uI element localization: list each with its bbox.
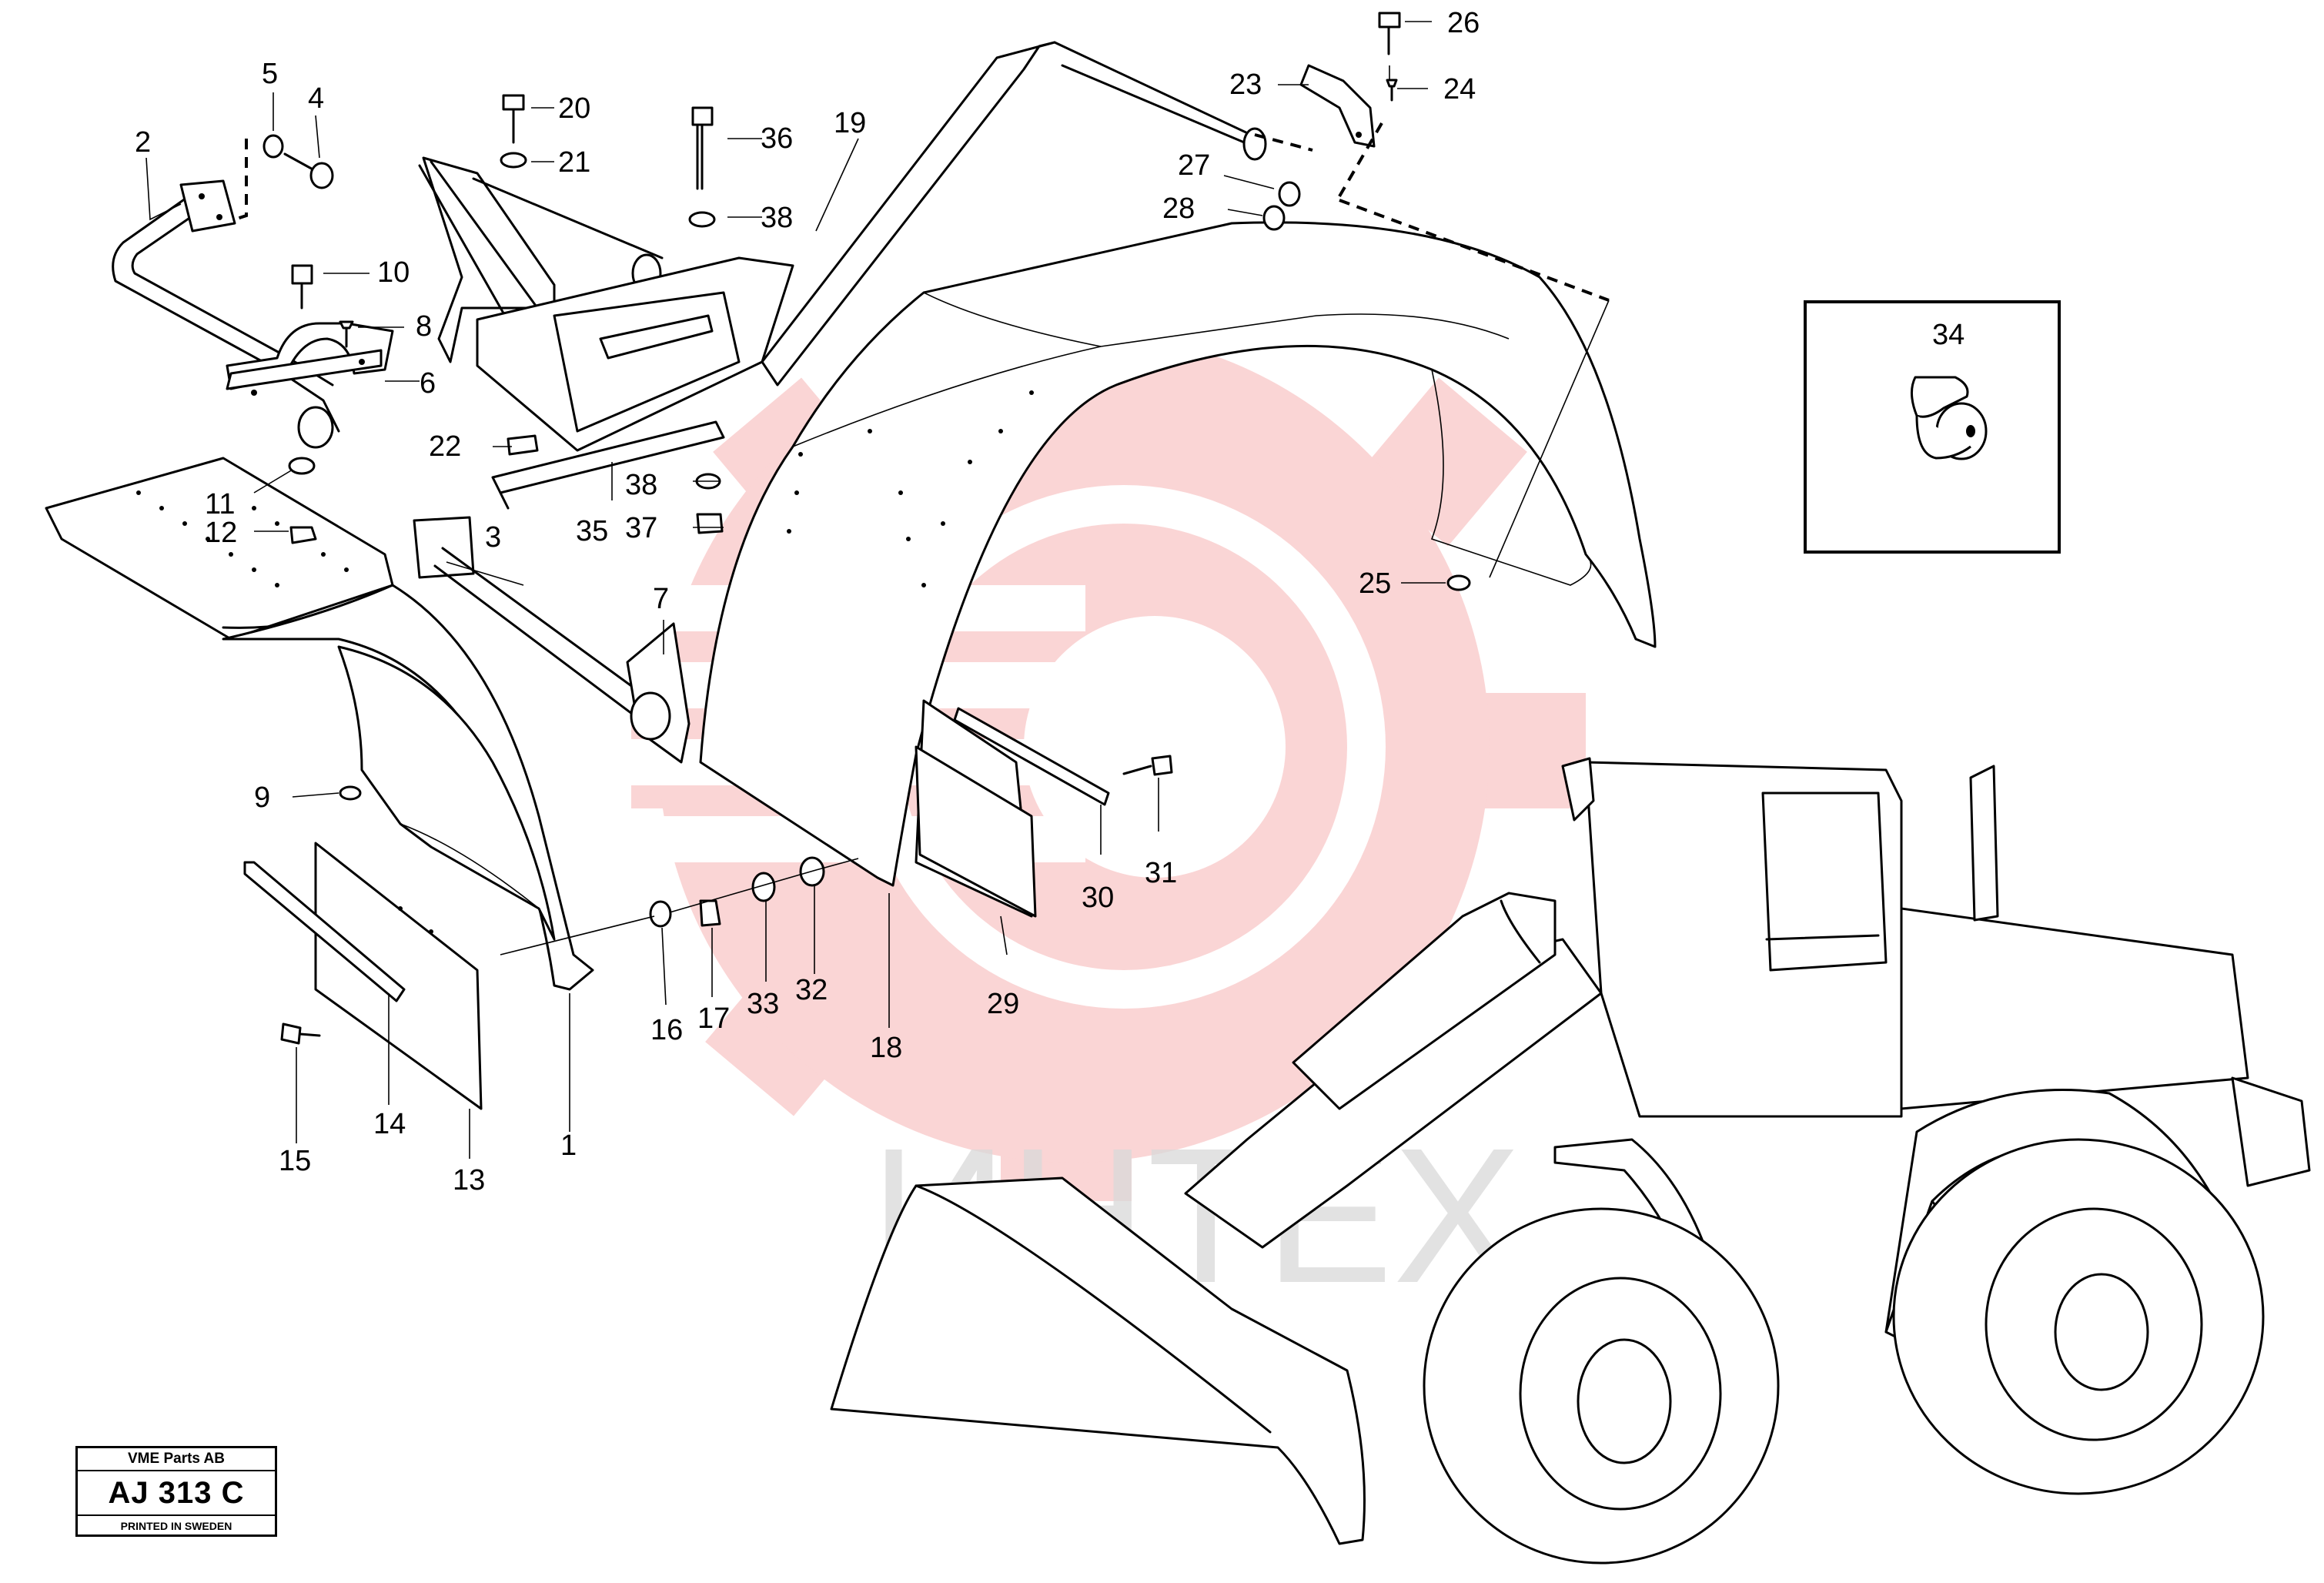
callout-32: 32: [795, 974, 828, 1006]
mudflap-part-29: [915, 699, 1037, 918]
callout-5: 5: [262, 58, 278, 90]
callout-35: 35: [576, 515, 608, 547]
bolt-part-26: [1378, 12, 1401, 55]
callout-25: 25: [1359, 567, 1391, 600]
callout-8: 8: [416, 310, 432, 343]
saddle-clamp-part-6: [226, 322, 394, 449]
tube-bracket-part-2: [112, 139, 340, 433]
clamp-bar-part-30: [953, 707, 1110, 806]
callout-37: 37: [625, 512, 657, 544]
assembly-dashed-lines: [500, 65, 1610, 955]
washer-part-9: [339, 785, 362, 801]
callout-28: 28: [1162, 192, 1195, 225]
callout-22: 22: [429, 430, 461, 463]
bolt-part-4: [283, 152, 334, 189]
callout-38-upper: 38: [761, 202, 793, 234]
callout-2: 2: [135, 126, 151, 159]
bolt-part-36: [691, 106, 714, 190]
callout-31: 31: [1145, 857, 1177, 889]
washer-part-16: [649, 900, 672, 928]
nut-part-12: [289, 526, 317, 544]
stamp-company: VME Parts AB: [78, 1448, 275, 1471]
stamp-drawing-code: AJ 313 C: [78, 1471, 275, 1516]
callout-36: 36: [761, 122, 793, 155]
callout-13: 13: [453, 1164, 485, 1196]
nut-part-37: [696, 513, 724, 534]
title-stamp: VME Parts AB AJ 313 C PRINTED IN SWEDEN: [75, 1446, 277, 1537]
bolt-part-20: [502, 94, 525, 144]
tube-support-part-3: [413, 516, 691, 764]
callout-16: 16: [650, 1014, 683, 1046]
callout-18: 18: [870, 1032, 902, 1064]
callout-3: 3: [485, 521, 501, 554]
lock-nut-part-33: [751, 872, 776, 902]
callout-10: 10: [377, 256, 410, 289]
callout-24: 24: [1443, 73, 1476, 105]
front-fender-part-1: [222, 584, 594, 991]
clamp-bar-part-14: [243, 861, 406, 1002]
callout-30: 30: [1082, 882, 1114, 914]
callout-labels: 1 2 3 4 5 6 7 8 9 10 11 12 13 14 15 16 1…: [135, 7, 1965, 1196]
callout-14: 14: [373, 1108, 406, 1140]
stamp-printed-note: PRINTED IN SWEDEN: [120, 1520, 232, 1532]
callout-17: 17: [697, 1002, 730, 1035]
washer-part-25: [1446, 574, 1471, 591]
callout-1: 1: [560, 1130, 577, 1162]
nut-part-17: [699, 899, 721, 927]
callout-20: 20: [558, 92, 590, 125]
callout-19: 19: [834, 107, 866, 139]
callout-9: 9: [254, 781, 270, 814]
callout-23: 23: [1229, 69, 1262, 101]
washer-part-38a: [688, 211, 716, 228]
rear-fender-part-18: [699, 221, 1657, 887]
channel-bar-part-35: [491, 420, 725, 510]
wheel-loader-illustration: [830, 757, 2311, 1565]
callout-21: 21: [558, 146, 590, 179]
bolt-part-10: [291, 264, 313, 310]
callout-38-lower: 38: [625, 469, 657, 501]
washer-part-5: [262, 134, 284, 159]
callout-33: 33: [747, 988, 779, 1020]
washer-part-21: [500, 152, 527, 169]
bracket-frame-part-19: [418, 156, 794, 452]
screw-part-8: [339, 320, 354, 348]
screw-part-24: [1386, 79, 1398, 102]
inset-panel-part-34: [1804, 300, 2061, 554]
mudflap-part-13: [314, 842, 483, 1110]
callout-27: 27: [1178, 149, 1210, 182]
callout-26: 26: [1447, 7, 1480, 39]
callout-7: 7: [653, 583, 669, 615]
plate-nut-part-22: [507, 434, 539, 456]
callout-34: 34: [1932, 319, 1965, 351]
bracket-plate-part-23: [1299, 64, 1376, 148]
callout-29: 29: [987, 988, 1019, 1020]
washer-part-11: [288, 457, 316, 475]
callout-6: 6: [420, 367, 436, 400]
bolt-part-31: [1122, 755, 1173, 776]
callout-12: 12: [205, 517, 237, 549]
callout-11: 11: [205, 488, 235, 520]
washer-part-27: [1278, 181, 1301, 207]
nut-part-28: [1262, 205, 1286, 231]
leader-lines: [145, 21, 1446, 1159]
callout-15: 15: [279, 1145, 311, 1177]
bolt-part-15: [280, 1022, 321, 1045]
callout-4: 4: [308, 82, 324, 115]
